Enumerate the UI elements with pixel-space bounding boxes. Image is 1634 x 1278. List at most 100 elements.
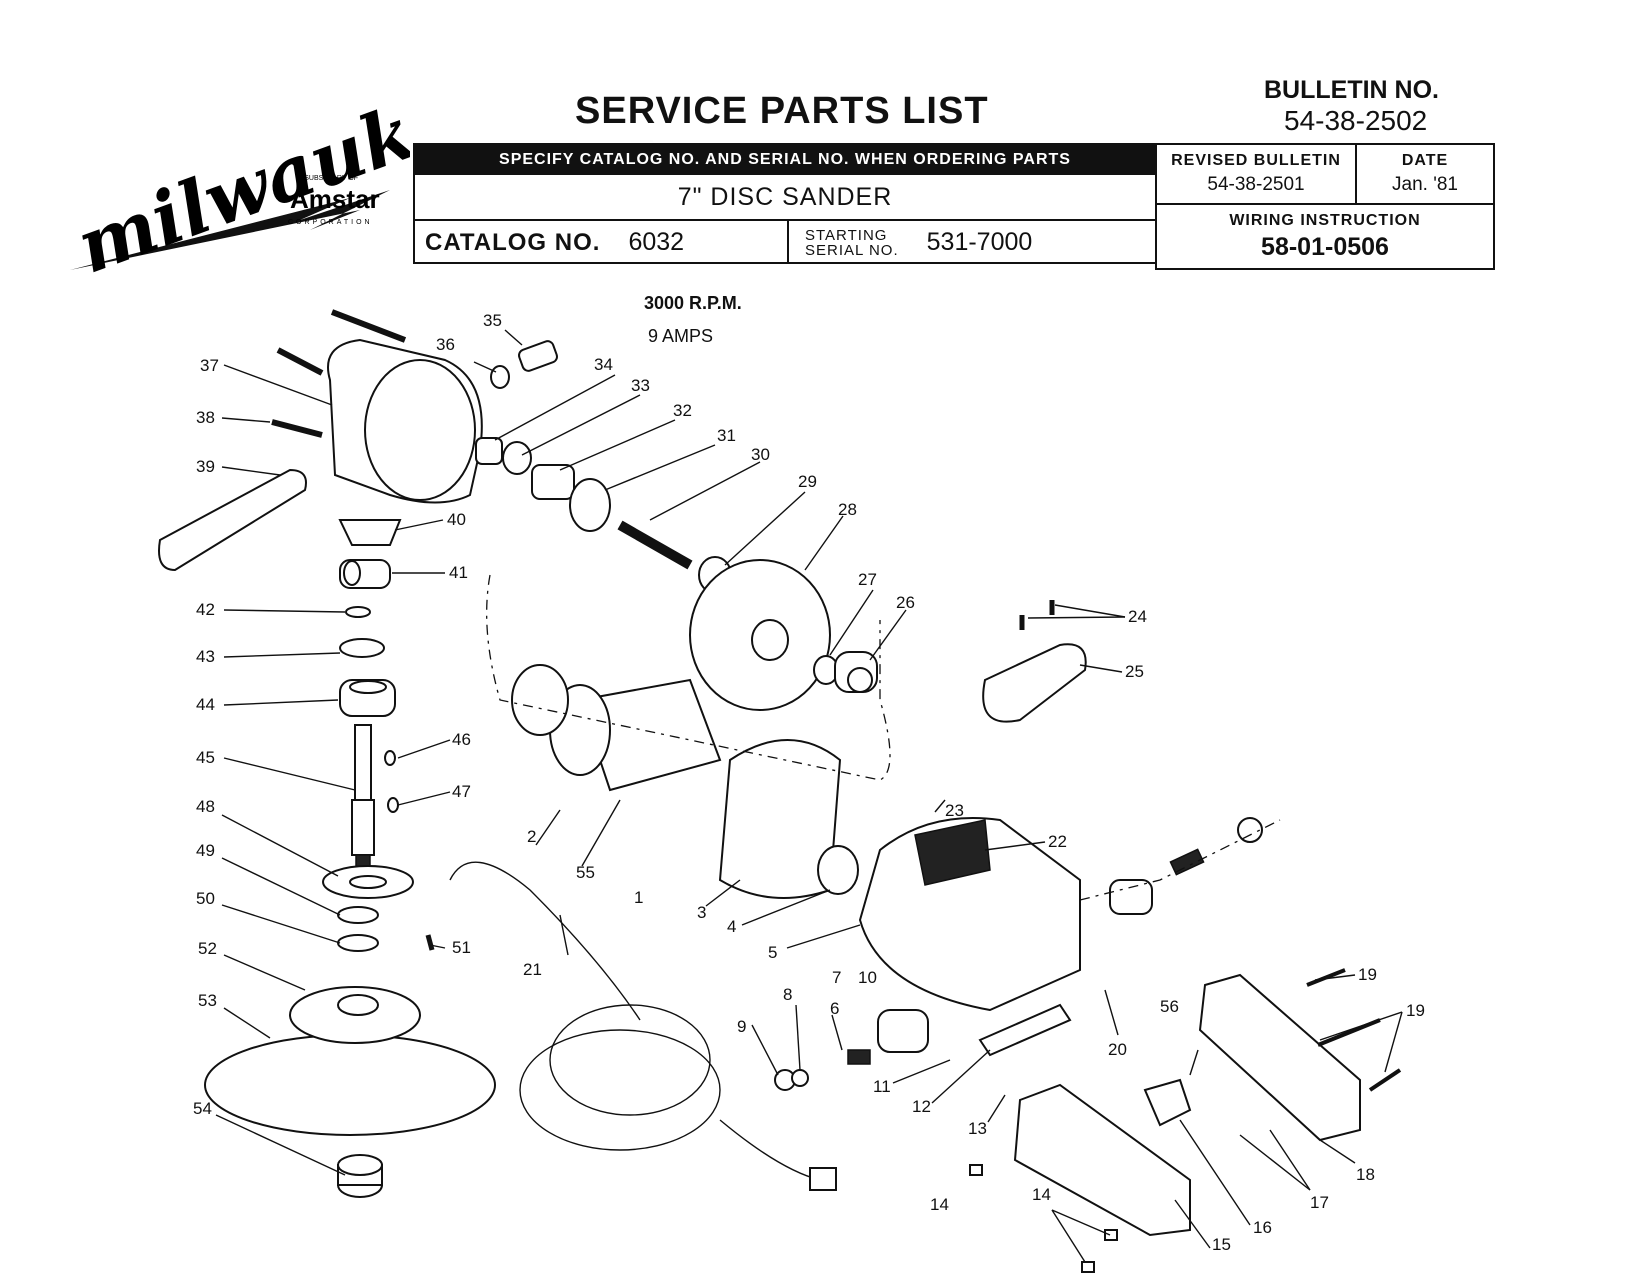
callout-27: 27 (858, 570, 877, 589)
callout-39: 39 (196, 457, 215, 476)
subsidiary-name: Amstar (290, 184, 380, 214)
callout-53: 53 (198, 991, 217, 1010)
revised-bulletin-value: 54-38-2501 (1207, 174, 1305, 195)
screw-top (330, 309, 407, 343)
field-shape (718, 739, 842, 899)
callout-7: 7 (832, 968, 841, 987)
callout-30: 30 (751, 445, 770, 464)
gear-housing-bore (364, 359, 476, 501)
callout-10: 10 (858, 968, 877, 987)
callout-34: 34 (594, 355, 613, 374)
callout-38: 38 (196, 408, 215, 427)
callout-14b: 14 (1032, 1185, 1051, 1204)
date-label: DATE (1401, 152, 1449, 169)
revised-bulletin-label: REVISED BULLETIN (1171, 152, 1341, 169)
callout-50: 50 (196, 889, 215, 908)
callout-49: 49 (196, 841, 215, 860)
callout-19a: 19 (1358, 965, 1377, 984)
callout-43: 43 (196, 647, 215, 666)
callout-17: 17 (1310, 1193, 1329, 1212)
callout-14a: 14 (930, 1195, 949, 1214)
part-drawings (158, 309, 1402, 1273)
callout-13: 13 (968, 1119, 987, 1138)
callout-35: 35 (483, 311, 502, 330)
callout-1: 1 (634, 888, 643, 907)
callout-47: 47 (452, 782, 471, 801)
callout-22: 22 (1048, 832, 1067, 851)
callout-20: 20 (1108, 1040, 1127, 1059)
callout-29: 29 (798, 472, 817, 491)
callout-leaders (215, 329, 1403, 1263)
callout-52: 52 (198, 939, 217, 958)
callout-16: 16 (1253, 1218, 1272, 1237)
callout-31: 31 (717, 426, 736, 445)
amps-spec: 9 AMPS (648, 326, 714, 346)
revision-info-table: REVISED BULLETIN 54-38-2501 DATE Jan. '8… (1155, 143, 1495, 270)
callout-24: 24 (1128, 607, 1147, 626)
screw-38 (271, 419, 323, 438)
serial-label: STARTING SERIAL NO. (805, 228, 899, 258)
callout-5: 5 (768, 943, 777, 962)
bulletin-number: 54-38-2502 (1284, 105, 1428, 136)
bevel-gear-shape (338, 519, 402, 546)
side-handle-shape (158, 468, 307, 572)
callout-2: 2 (527, 827, 536, 846)
handle-half-shape (1198, 973, 1361, 1142)
callout-18: 18 (1356, 1165, 1375, 1184)
page-title: SERVICE PARTS LIST (575, 90, 989, 132)
callout-44: 44 (196, 695, 215, 714)
callout-36: 36 (436, 335, 455, 354)
bulletin-label: BULLETIN NO. (1264, 76, 1439, 104)
rear-handle-shape (1013, 1083, 1191, 1237)
sanding-disc-shape (204, 1034, 496, 1136)
callout-15: 15 (1212, 1235, 1231, 1254)
specify-banner: SPECIFY CATALOG NO. AND SERIAL NO. WHEN … (415, 145, 1155, 175)
callout-51: 51 (452, 938, 471, 957)
serial-number: 531-7000 (926, 228, 1033, 256)
screw-37 (276, 347, 324, 376)
callout-19b: 19 (1406, 1001, 1425, 1020)
catalog-number: 6032 (628, 228, 685, 256)
date-cell: DATE Jan. '81 (1357, 145, 1493, 205)
product-name: 7" DISC SANDER (415, 175, 1155, 221)
callout-28: 28 (838, 500, 857, 519)
serial-label-line2: SERIAL NO. (805, 241, 899, 259)
motor-housing-shape (858, 817, 1081, 1012)
wiring-value: 58-01-0506 (1261, 233, 1389, 261)
callout-40: 40 (447, 510, 466, 529)
callout-25: 25 (1125, 662, 1144, 681)
callout-9: 9 (737, 1017, 746, 1036)
callout-55: 55 (576, 863, 595, 882)
callout-37: 37 (200, 356, 219, 375)
callout-11: 11 (873, 1077, 891, 1096)
callout-4: 4 (727, 917, 736, 936)
wiring-label: WIRING INSTRUCTION (1229, 212, 1421, 229)
date-value: Jan. '81 (1392, 174, 1458, 195)
callout-41: 41 (449, 563, 468, 582)
callout-33: 33 (631, 376, 650, 395)
callout-3: 3 (697, 903, 706, 922)
callout-48: 48 (196, 797, 215, 816)
wiring-instruction-cell: WIRING INSTRUCTION 58-01-0506 (1157, 205, 1493, 268)
rpm-spec: 3000 R.P.M. (644, 293, 742, 313)
callout-26: 26 (896, 593, 915, 612)
serial-cell: STARTING SERIAL NO. 531-7000 (789, 221, 1155, 264)
subsidiary-corp: CORPORATION (288, 219, 373, 226)
callout-21: 21 (523, 960, 542, 979)
callout-46: 46 (452, 730, 471, 749)
callout-42: 42 (196, 600, 215, 619)
callout-45: 45 (196, 748, 215, 767)
callout-8: 8 (783, 985, 792, 1004)
catalog-cell: CATALOG NO. 6032 (415, 221, 789, 264)
part-callouts: 1 2 3 4 5 6 7 8 9 10 11 12 13 14 14 15 1… (193, 311, 1425, 1254)
subsidiary-line: A SUBSIDIARY OF (298, 175, 358, 182)
catalog-label: CATALOG NO. (425, 228, 601, 256)
callout-12: 12 (912, 1097, 931, 1116)
serial-label-line1: STARTING (805, 226, 888, 244)
revised-bulletin-cell: REVISED BULLETIN 54-38-2501 (1157, 145, 1357, 205)
callout-23: 23 (945, 801, 964, 820)
callout-56: 56 (1160, 997, 1179, 1016)
callout-32: 32 (673, 401, 692, 420)
order-info-table: SPECIFY CATALOG NO. AND SERIAL NO. WHEN … (413, 143, 1157, 264)
